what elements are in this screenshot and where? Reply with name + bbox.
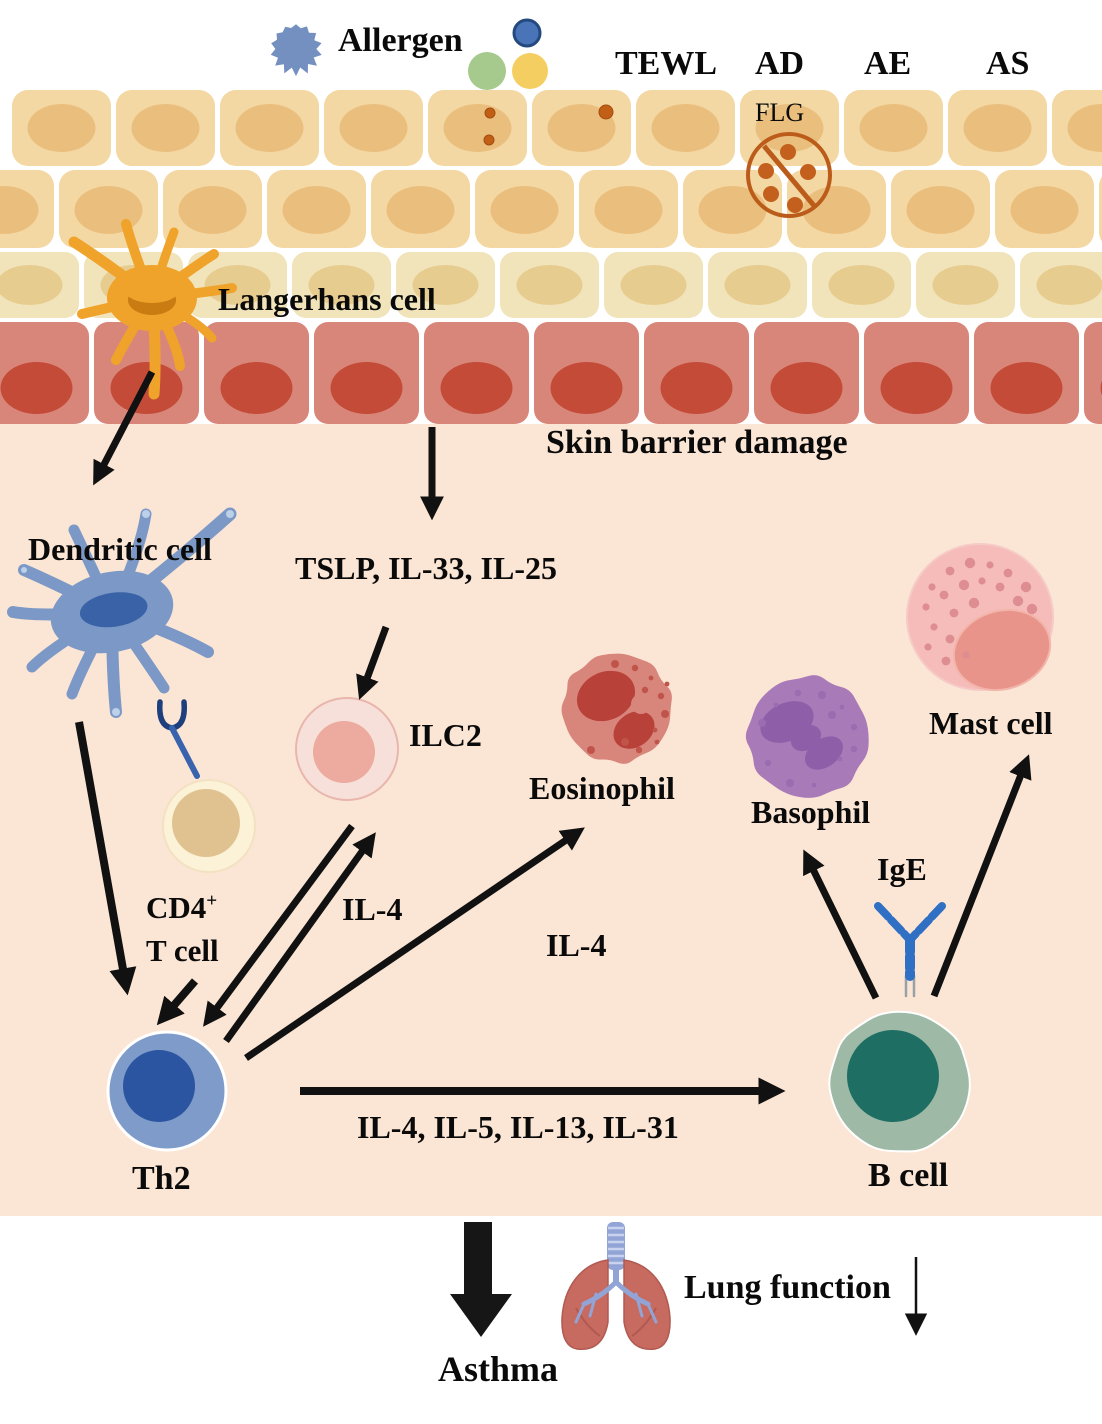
b-cell [828, 1010, 971, 1153]
arrow-th2-to-eosinophil [244, 827, 585, 1061]
flg-deficiency-icon [746, 132, 832, 218]
lung-function-label: Lung function [684, 1269, 891, 1306]
eosinophil-label: Eosinophil [529, 770, 675, 806]
molecule-yellow [512, 53, 548, 89]
th2-label: Th2 [132, 1160, 191, 1197]
t-cell-text: T cell [146, 933, 219, 969]
il4-ilc2-label: IL-4 [342, 891, 403, 927]
tewl-label: TEWL [615, 45, 718, 82]
th2-cell [106, 1030, 228, 1152]
ad-label: AD [755, 45, 805, 82]
lungs-icon [561, 1222, 671, 1350]
cd4-text: CD4 [146, 890, 207, 925]
asthma-label: Asthma [438, 1349, 559, 1389]
molecule-blue [512, 18, 542, 48]
as-label: AS [986, 45, 1030, 82]
arrow-langerhans-to-dendritic [93, 370, 156, 486]
arrow-ilc2-to-th2 [203, 823, 355, 1027]
il4-eosinophil-label: IL-4 [546, 927, 607, 963]
dendritic-receptor-icon [157, 699, 200, 779]
ige-antibody-icon [874, 902, 946, 998]
b-cell-label: B cell [868, 1157, 949, 1194]
langerhans-cell-icon [68, 219, 237, 400]
flg-label: FLG [755, 98, 805, 127]
arrow-dendritic-to-th2 [75, 721, 137, 996]
mast-cell-label: Mast cell [929, 705, 1053, 741]
dendritic-label: Dendritic cell [28, 531, 212, 567]
cd4-plus: + [206, 890, 218, 912]
arrow-alarmins-to-ilc2 [356, 625, 390, 700]
allergen-molecules [468, 18, 548, 90]
ae-label: AE [864, 45, 912, 82]
cd4-t-cell [162, 779, 256, 873]
skin-barrier-label: Skin barrier damage [546, 424, 848, 461]
langerhans-label: Langerhans cell [218, 281, 436, 317]
mast-cell [906, 543, 1054, 692]
molecule-green [468, 52, 506, 90]
arrow-bcell-to-mastcell [930, 754, 1032, 998]
alarmins-label: TSLP, IL-33, IL-25 [295, 550, 557, 586]
eosinophil-cell [561, 653, 672, 764]
basophil-cell [745, 675, 869, 798]
ilc2-cell [295, 697, 399, 801]
cd4-t-cell-label: CD4+ T cell [146, 886, 219, 973]
flow-arrows [75, 370, 1032, 1336]
allergen-label: Allergen [338, 22, 463, 59]
basophil-label: Basophil [751, 794, 871, 830]
tight-junction-dots [483, 104, 614, 146]
arrow-th2-to-ilc2 [223, 832, 376, 1044]
cytokines-label: IL-4, IL-5, IL-13, IL-31 [357, 1109, 679, 1145]
dendritic-cell-icon [7, 507, 237, 718]
big-down-arrow-asthma [450, 1222, 512, 1337]
allergen-icon [270, 24, 322, 77]
ilc2-label: ILC2 [409, 717, 482, 753]
arrow-cd4-to-th2 [156, 978, 199, 1026]
ige-label: IgE [877, 851, 927, 887]
epidermis-cell-layers [0, 90, 1102, 424]
arrow-bcell-to-basophil [803, 849, 880, 1000]
